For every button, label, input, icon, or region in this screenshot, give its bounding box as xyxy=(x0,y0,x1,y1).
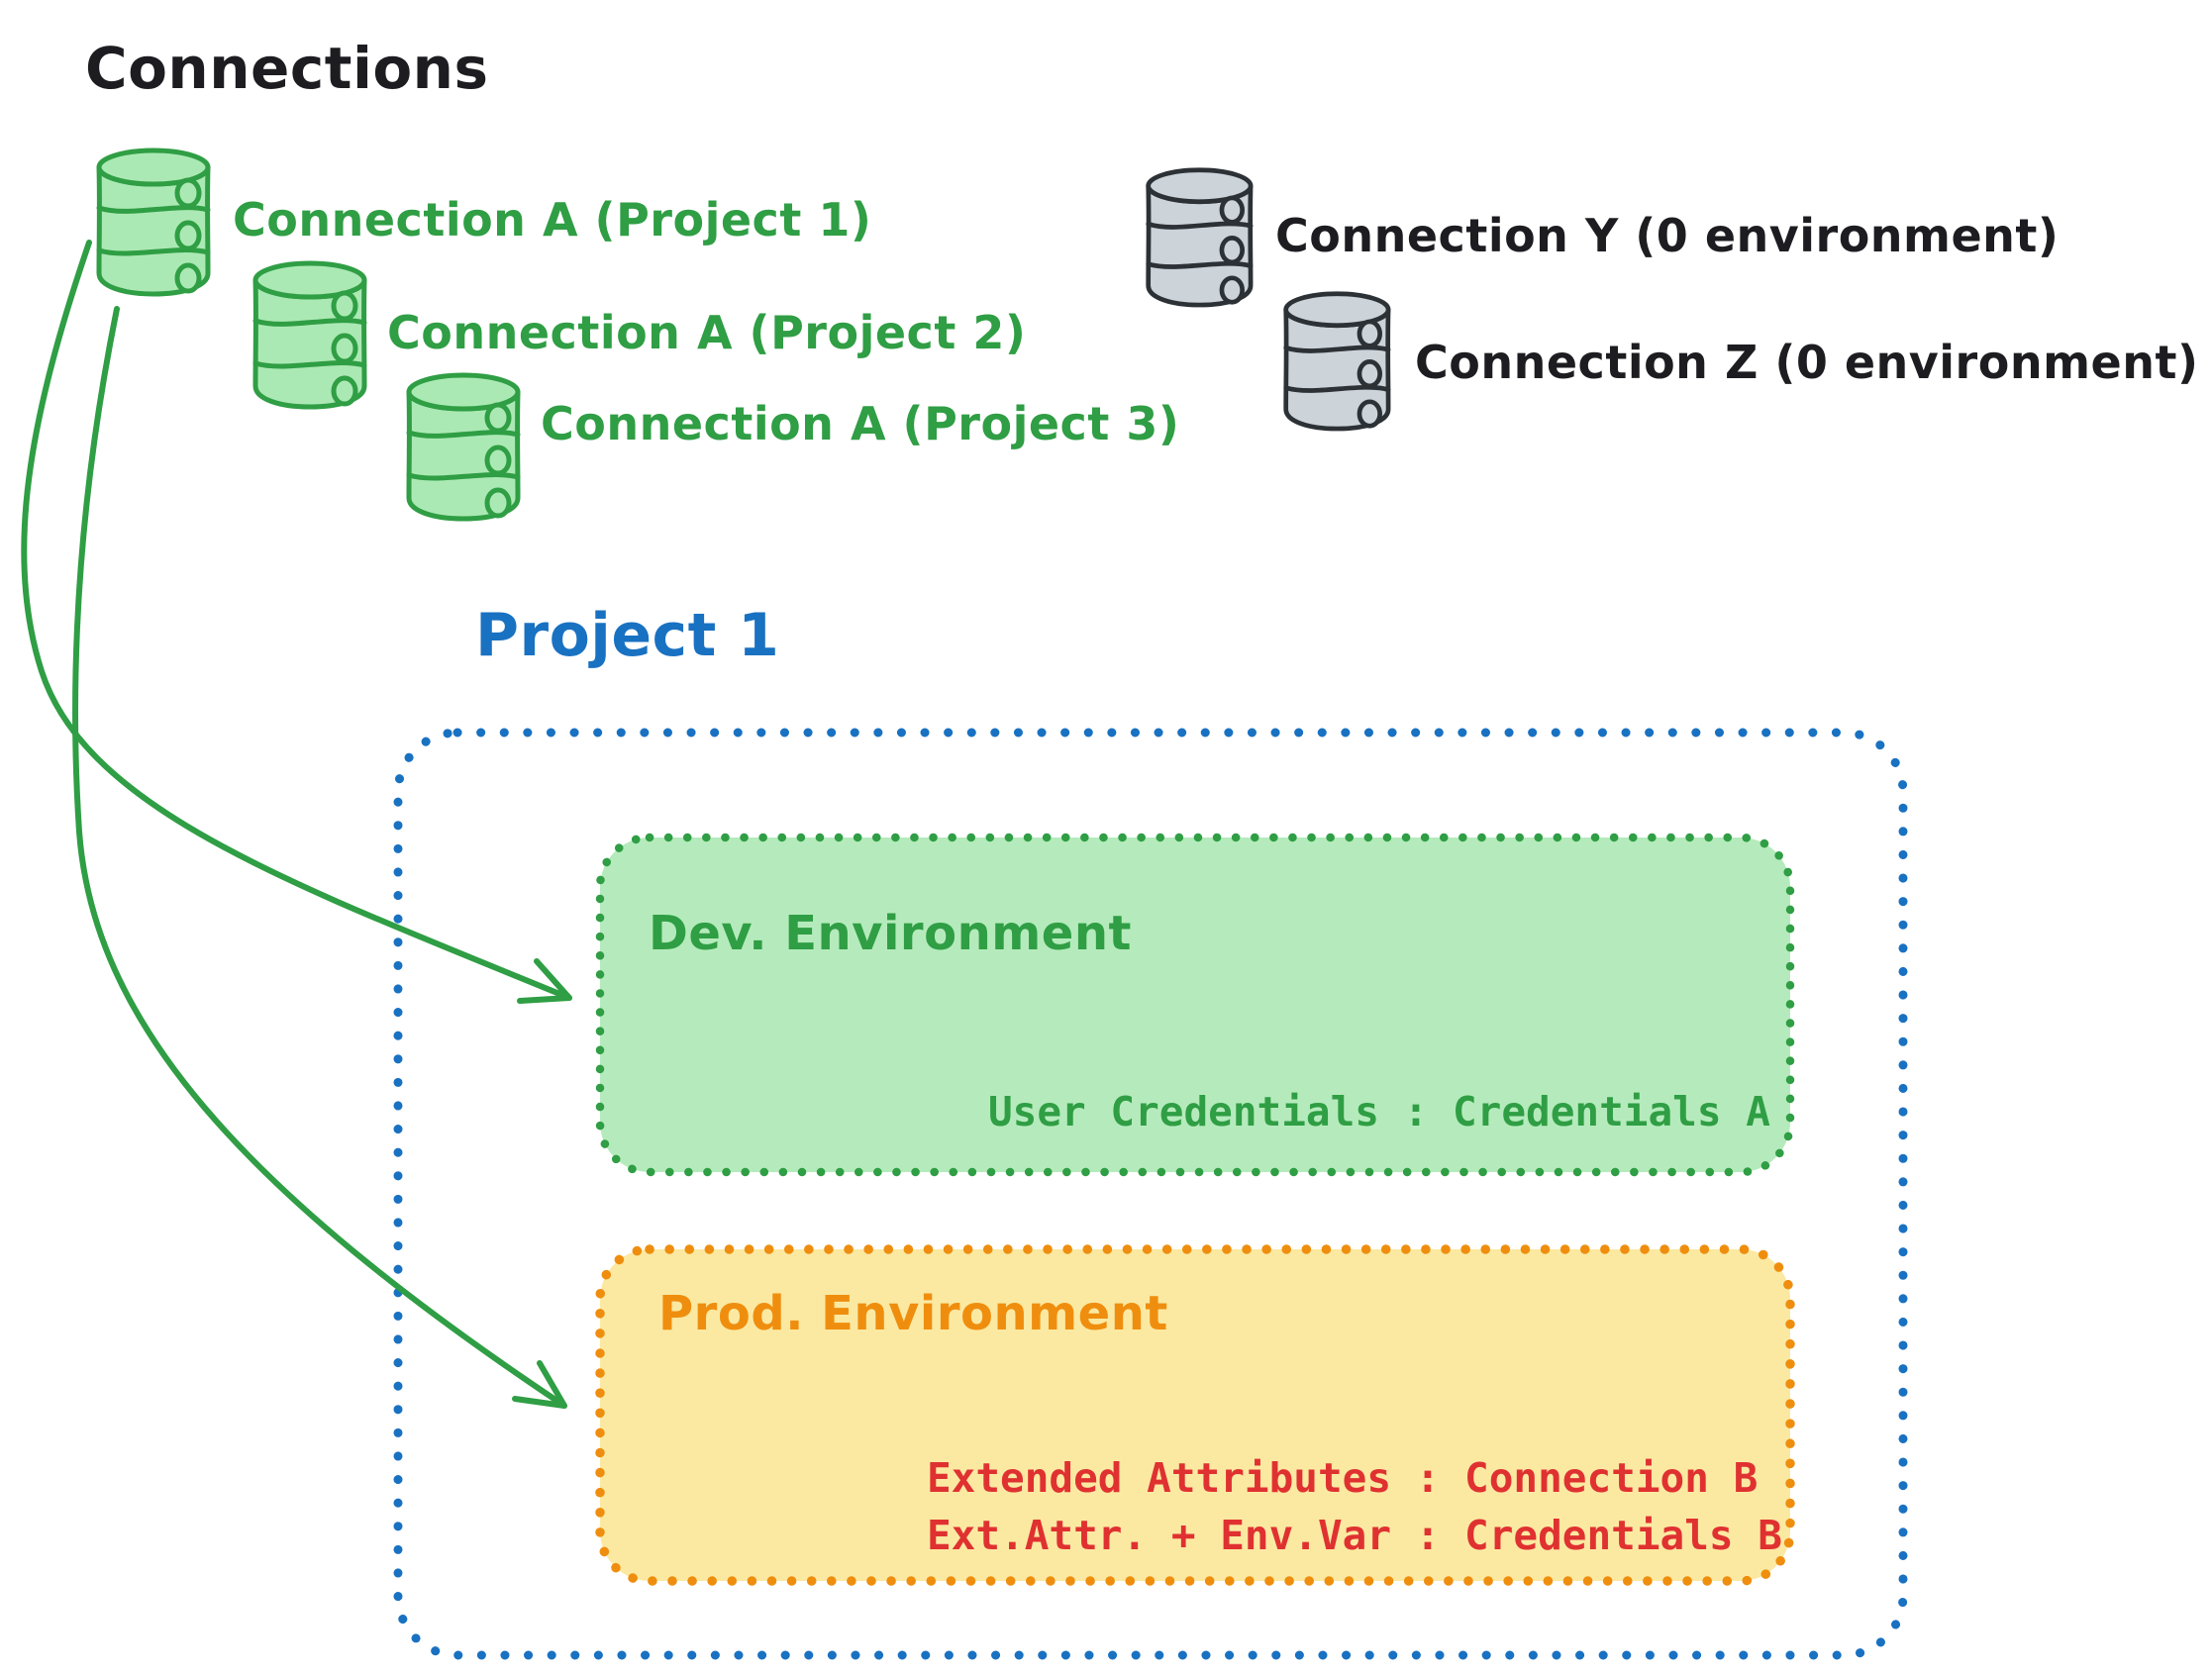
diagram-title: Connections xyxy=(85,35,489,102)
database-icon-connection-y xyxy=(1149,170,1251,305)
dev-environment-title: Dev. Environment xyxy=(649,906,1132,961)
database-icon-connection-z xyxy=(1286,294,1388,429)
project-1-title: Project 1 xyxy=(475,601,780,670)
connection-a-project-3-label: Connection A (Project 3) xyxy=(541,397,1180,450)
connection-y-label: Connection Y (0 environment) xyxy=(1275,209,2060,262)
prod-environment-title: Prod. Environment xyxy=(658,1286,1168,1341)
prod-environment-box xyxy=(595,1244,1795,1586)
connection-z-label: Connection Z (0 environment) xyxy=(1415,336,2199,389)
connection-a-project-1-label: Connection A (Project 1) xyxy=(233,193,872,246)
database-icon-connection-a-2 xyxy=(255,263,364,407)
database-icon-connection-a-3 xyxy=(409,375,518,519)
prod-mapping-connection: Extended Attributes : Connection B xyxy=(927,1454,1759,1502)
arrow-connection-a-to-prod-icon xyxy=(72,306,567,1409)
dev-environment-box xyxy=(595,833,1795,1177)
dev-credentials-mapping: User Credentials : Credentials A xyxy=(988,1088,1770,1135)
prod-mapping-credentials: Ext.Attr. + Env.Var : Credentials B xyxy=(927,1512,1782,1559)
database-icon-connection-a-1 xyxy=(99,150,208,294)
arrow-connection-a-to-dev-icon xyxy=(21,240,572,1004)
connection-a-project-2-label: Connection A (Project 2) xyxy=(387,306,1027,359)
